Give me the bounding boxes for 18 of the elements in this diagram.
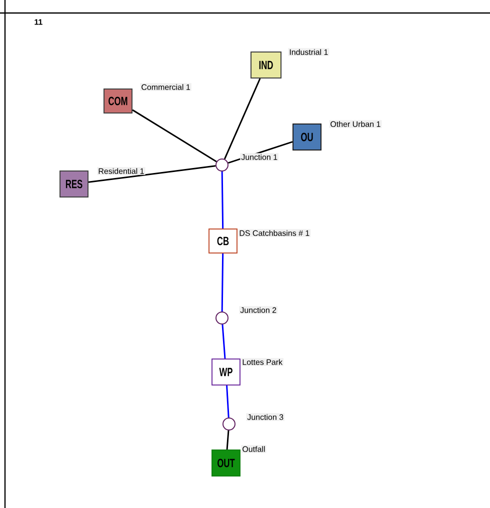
conduit-line <box>226 430 230 450</box>
conduit-line <box>221 254 224 312</box>
station-box: OU <box>292 124 322 150</box>
conduit-line <box>222 324 226 359</box>
station-box: OUT <box>212 450 240 476</box>
junction-circle <box>216 158 228 172</box>
conduit-line <box>224 78 261 160</box>
station-box: IND <box>250 52 282 78</box>
station-box: WP <box>212 358 240 386</box>
junction-circle <box>222 418 236 430</box>
station-box: COM <box>104 88 132 114</box>
station-box: CB <box>208 228 238 254</box>
conduit-line <box>226 385 230 418</box>
junction-circle <box>216 312 228 324</box>
station-box: RES <box>60 170 88 198</box>
conduit-line <box>88 165 216 183</box>
conduit-line <box>221 171 224 229</box>
conduit-line <box>132 109 217 162</box>
